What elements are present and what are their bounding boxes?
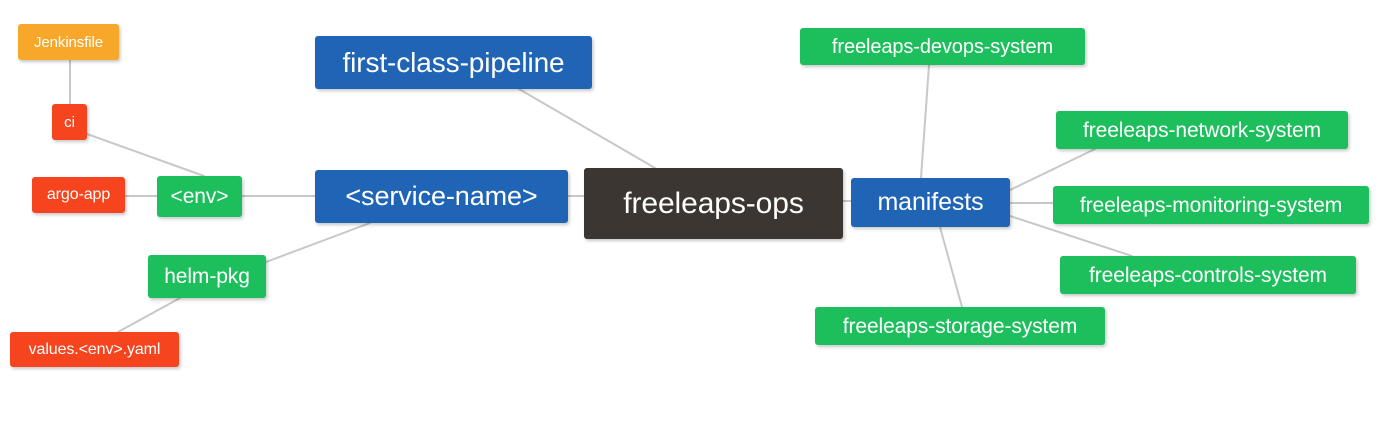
node-label: freeleaps-storage-system	[842, 314, 1078, 338]
node-env[interactable]: <env>	[157, 176, 242, 217]
edge-manifests-storage	[939, 226, 963, 308]
node-label: first-class-pipeline	[342, 46, 565, 78]
node-label: values.<env>.yaml	[28, 340, 161, 358]
node-jenkinsfile[interactable]: Jenkinsfile	[18, 24, 119, 60]
node-label: argo-app	[46, 186, 111, 203]
edge-manifests-devops	[920, 64, 930, 179]
node-freeleaps-devops-system[interactable]: freeleaps-devops-system	[800, 28, 1085, 65]
node-label: freeleaps-network-system	[1082, 118, 1321, 142]
edge-valuesyaml-helmpkg	[117, 297, 181, 333]
node-freeleaps-storage-system[interactable]: freeleaps-storage-system	[815, 307, 1105, 345]
edge-helmpkg-servicename	[265, 222, 371, 263]
node-argo-app[interactable]: argo-app	[32, 177, 125, 213]
node-ci[interactable]: ci	[52, 104, 87, 140]
node-label: <service-name>	[345, 181, 538, 211]
node-helm-pkg[interactable]: helm-pkg	[148, 255, 266, 298]
node-label: <env>	[170, 185, 229, 208]
node-label: freeleaps-controls-system	[1089, 263, 1327, 287]
node-first-class-pipeline[interactable]: first-class-pipeline	[315, 36, 592, 89]
node-label: ci	[64, 113, 75, 131]
edge-manifests-network	[1009, 148, 1096, 191]
node-label: freeleaps-devops-system	[831, 35, 1054, 58]
edge-ci-env	[86, 133, 205, 177]
node-manifests[interactable]: manifests	[851, 178, 1010, 227]
node-label: freeleaps-monitoring-system	[1079, 193, 1343, 217]
node-freeleaps-monitoring-system[interactable]: freeleaps-monitoring-system	[1053, 186, 1369, 224]
node-values-env-yaml[interactable]: values.<env>.yaml	[10, 332, 179, 367]
node-service-name[interactable]: <service-name>	[315, 170, 568, 223]
node-freeleaps-network-system[interactable]: freeleaps-network-system	[1056, 111, 1348, 149]
node-label: helm-pkg	[164, 265, 250, 288]
edge-firstclass-ops	[518, 88, 656, 169]
node-label: manifests	[877, 188, 984, 216]
node-label: freeleaps-ops	[623, 186, 804, 220]
node-freeleaps-ops[interactable]: freeleaps-ops	[584, 168, 843, 239]
node-label: Jenkinsfile	[34, 33, 103, 51]
node-freeleaps-controls-system[interactable]: freeleaps-controls-system	[1060, 256, 1356, 294]
